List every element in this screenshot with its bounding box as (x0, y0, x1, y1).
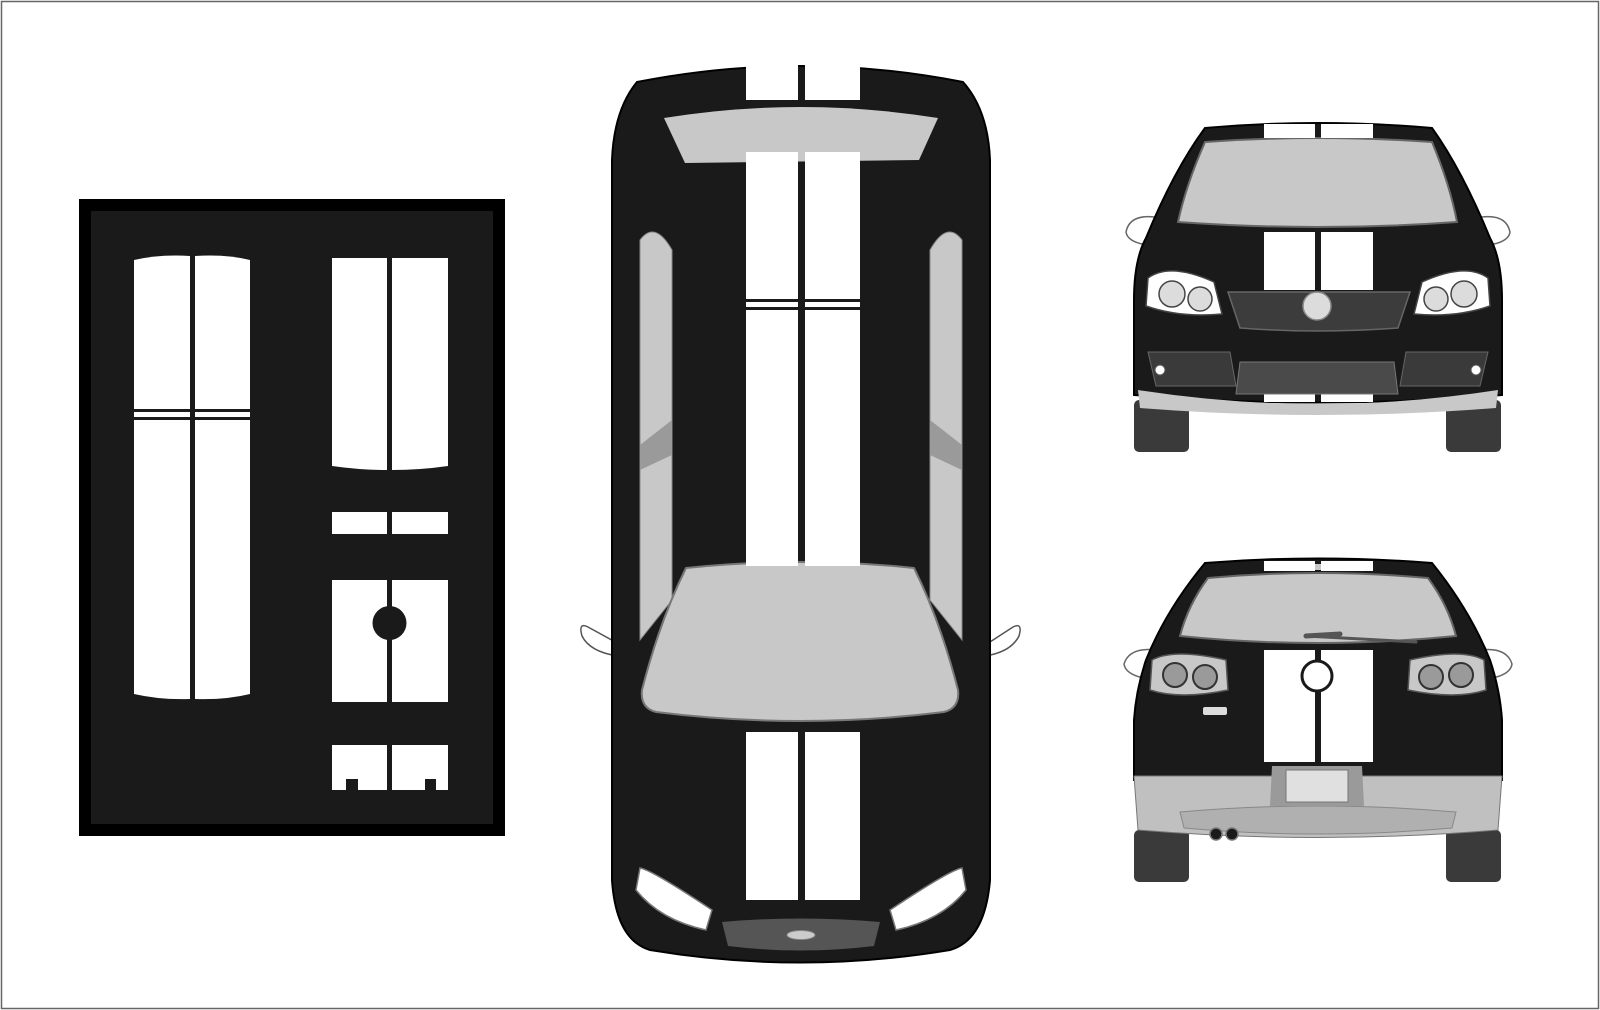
left-pillar-trim (640, 420, 672, 470)
top-view-roof-stripes (746, 54, 860, 900)
decal-sheet (79, 199, 505, 836)
decal-small-strips (332, 512, 448, 534)
front-left-tire (1134, 400, 1189, 452)
decal-hatch-stripes (332, 580, 448, 702)
top-view-right-headlight (889, 867, 967, 931)
front-left-headlight-lens-2 (1187, 286, 1213, 312)
rear-right-tire (1446, 830, 1501, 882)
emblem-cutout (372, 606, 407, 640)
rear-left-taillight-lens-1 (1162, 662, 1188, 688)
rear-diffuser (1179, 805, 1457, 835)
front-view-windshield (1176, 137, 1459, 228)
exhaust-left (1209, 827, 1223, 841)
front-right-headlight-lens-1 (1423, 286, 1449, 312)
front-bumper-lip (1138, 390, 1498, 415)
top-view-rear-window (664, 107, 938, 163)
rear-view-window (1178, 572, 1458, 644)
front-emblem (1302, 291, 1332, 321)
top-view-windshield (640, 561, 960, 722)
rear-emblem (1300, 659, 1334, 693)
front-right-tire (1446, 400, 1501, 452)
top-view-car (580, 54, 1021, 964)
rear-badge (1203, 707, 1227, 715)
decal-roof-stripes (134, 255, 250, 700)
top-view-emblem (786, 930, 816, 940)
front-left-foglight-area (1147, 351, 1237, 387)
top-view-left-headlight (635, 867, 713, 931)
rear-left-taillight-lens-2 (1192, 664, 1218, 690)
front-left-foglight (1154, 364, 1166, 376)
rear-wiper-arm (1303, 631, 1343, 639)
front-lower-grille (1235, 361, 1399, 395)
exhaust-right (1225, 827, 1239, 841)
rear-left-tire (1134, 830, 1189, 882)
rear-view-stripes (1264, 561, 1373, 762)
license-plate (1285, 769, 1349, 803)
top-view-body (611, 65, 991, 964)
front-right-foglight-area (1399, 351, 1489, 387)
decal-crossbars (134, 409, 250, 420)
front-right-headlight-lens-2 (1450, 280, 1478, 308)
decal-hood-stripes (332, 258, 448, 470)
front-view-car (1125, 122, 1511, 452)
decal-bumper-stripes (332, 745, 448, 790)
right-pillar-trim (930, 420, 962, 470)
rear-view-car (1123, 557, 1513, 882)
rear-right-taillight-lens-2 (1448, 662, 1474, 688)
front-left-headlight-lens-1 (1158, 280, 1186, 308)
rear-right-taillight-lens-1 (1418, 664, 1444, 690)
front-right-foglight (1470, 364, 1482, 376)
top-view-crossbars (746, 299, 860, 310)
